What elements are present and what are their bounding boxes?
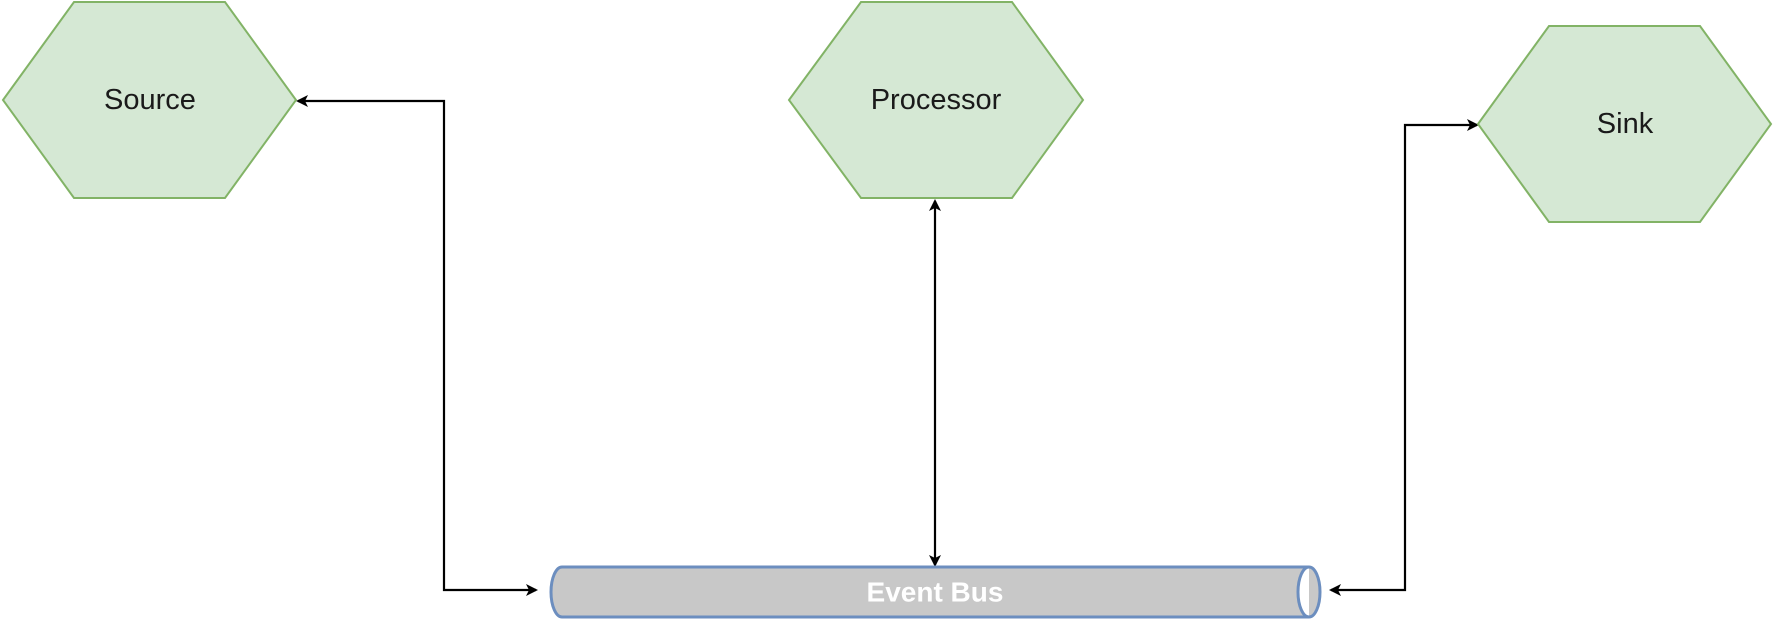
node-source[interactable]: Source bbox=[1, 1, 298, 199]
event-bus-end-cap bbox=[1296, 565, 1310, 619]
source-hexagon bbox=[1, 1, 298, 199]
node-sink[interactable]: Sink bbox=[1476, 25, 1773, 223]
edge-source-event-bus bbox=[296, 95, 538, 596]
processor-label: Processor bbox=[871, 84, 1002, 116]
edge-sink-event-bus bbox=[1329, 119, 1479, 596]
sink-label: Sink bbox=[1597, 108, 1654, 140]
node-processor[interactable]: Processor bbox=[787, 1, 1085, 199]
event-bus-label: Event Bus bbox=[867, 577, 1004, 608]
processor-hexagon bbox=[787, 1, 1085, 199]
source-label: Source bbox=[104, 84, 196, 116]
sink-hexagon bbox=[1476, 25, 1773, 223]
event-bus[interactable]: Event Bus bbox=[549, 565, 1322, 619]
